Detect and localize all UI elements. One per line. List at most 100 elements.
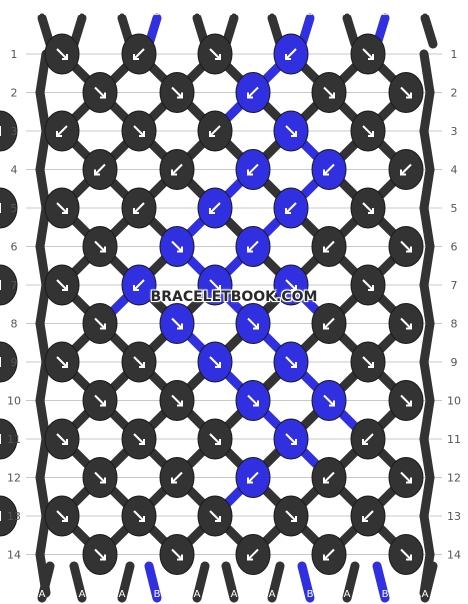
knot-arrow-icon (247, 317, 259, 330)
top-string-label: A (269, 7, 276, 18)
knot-arrow-icon (133, 48, 145, 60)
bottom-string (372, 561, 390, 603)
knot-arrow-icon (209, 202, 221, 214)
row-label-left: 11 (7, 433, 21, 446)
bottom-string-label: A (119, 589, 126, 600)
edge-thread-right (419, 280, 435, 328)
knot-arrowhead-icon (253, 323, 259, 330)
knot-arrow-icon (285, 356, 297, 368)
knot-arrow-icon (171, 86, 183, 99)
knot-arrow-icon (400, 548, 412, 561)
knot-arrowhead-icon (247, 477, 253, 484)
knot-arrowhead-icon (215, 285, 221, 291)
row-label-right: 13 (447, 510, 461, 523)
bottom-string-label: A (422, 589, 429, 600)
knot-arrow-icon (94, 394, 106, 407)
knot-arrowhead-icon (139, 362, 145, 368)
knot-arrow-icon (400, 86, 412, 99)
knot-arrowhead-icon (406, 323, 412, 330)
knot-arrow-icon (285, 510, 297, 522)
knot-arrowhead-icon (171, 169, 177, 176)
knot-arrow-icon (362, 48, 374, 60)
knot-arrow-icon (323, 471, 335, 484)
row-label-left: 3 (11, 125, 18, 138)
knot-arrow-icon (94, 317, 106, 330)
knot-arrowhead-icon (62, 439, 68, 445)
knot-arrow-icon (171, 548, 183, 561)
edge-thread-left (35, 126, 51, 174)
bottom-string-label: A (231, 589, 238, 600)
knot-arrow-icon (362, 356, 374, 368)
row-label-right: 6 (451, 241, 458, 254)
knot-arrow-icon (247, 86, 259, 99)
knot-arrow-icon (133, 125, 145, 137)
knot-arrowhead-icon (329, 92, 335, 99)
knot-arrowhead-icon (62, 285, 68, 291)
knot-arrowhead-icon (100, 92, 106, 99)
bottom-string (221, 561, 239, 603)
knot-arrow-icon (323, 163, 335, 176)
knot-arrow-icon (133, 510, 145, 522)
knot-arrow-icon (133, 202, 145, 214)
row-label-left: 14 (7, 549, 21, 562)
knot-arrow-icon (362, 279, 374, 291)
edge-thread-left (35, 473, 51, 521)
knot-arrow-icon (56, 202, 68, 214)
bottom-string-label: A (269, 589, 276, 600)
knot-arrow-icon (323, 548, 335, 561)
knot-arrow-icon (247, 163, 259, 176)
row-label-left: 5 (11, 202, 18, 215)
knot-arrowhead-icon (171, 477, 177, 484)
knot-arrowhead-icon (291, 362, 297, 368)
bottom-string (267, 561, 285, 603)
knot-arrow-icon (285, 433, 297, 445)
row-label-right: 7 (451, 279, 458, 292)
knot-arrow-icon (209, 125, 221, 137)
knot-arrowhead-icon (247, 246, 253, 253)
knot-arrowhead-icon (285, 54, 291, 60)
knot-arrowhead-icon (253, 400, 259, 407)
knot-arrowhead-icon (323, 323, 329, 330)
knot-arrow-icon (323, 86, 335, 99)
edge-thread-left (35, 357, 51, 405)
knot-arrowhead-icon (56, 131, 62, 137)
knot-arrow-icon (56, 279, 68, 291)
knot-arrow-icon (209, 356, 221, 368)
knot-arrow-icon (94, 163, 106, 176)
knot-arrow-icon (56, 433, 68, 445)
top-string-label: A (344, 7, 351, 18)
knot-arrowhead-icon (62, 516, 68, 522)
knot-arrow-icon (400, 317, 412, 330)
knot-arrow-icon (247, 548, 259, 561)
knot-arrowhead-icon (94, 169, 100, 176)
edge-thread-right (419, 357, 435, 405)
bottom-string-label: A (344, 589, 351, 600)
bottom-string (420, 561, 438, 603)
edge-thread-right (419, 88, 435, 136)
knot-arrowhead-icon (291, 131, 297, 137)
knot-arrowhead-icon (177, 323, 183, 330)
knot-arrowhead-icon (323, 246, 329, 253)
knot-arrow-icon (171, 394, 183, 407)
knot-arrow-icon (171, 240, 183, 253)
bottom-string (297, 561, 315, 603)
top-string-label: A (422, 7, 429, 18)
top-string-label: B (307, 7, 314, 18)
knot-arrowhead-icon (406, 554, 412, 561)
knot-arrowhead-icon (285, 208, 291, 214)
knot-arrow-icon (285, 202, 297, 214)
knot-arrowhead-icon (368, 285, 374, 291)
row-label-right: 11 (447, 433, 461, 446)
top-string-label: A (119, 7, 126, 18)
knot-arrowhead-icon (215, 362, 221, 368)
knot-shape (0, 341, 18, 383)
knot-arrowhead-icon (100, 323, 106, 330)
knot-arrowhead-icon (291, 439, 297, 445)
bottom-string-label: B (382, 589, 389, 600)
row-label-right: 5 (451, 202, 458, 215)
edge-thread-right (419, 203, 435, 251)
top-string-label: B (154, 7, 161, 18)
row-label-right: 9 (451, 356, 458, 369)
knot-arrow-icon (323, 317, 335, 330)
knot-arrowhead-icon (400, 169, 406, 176)
